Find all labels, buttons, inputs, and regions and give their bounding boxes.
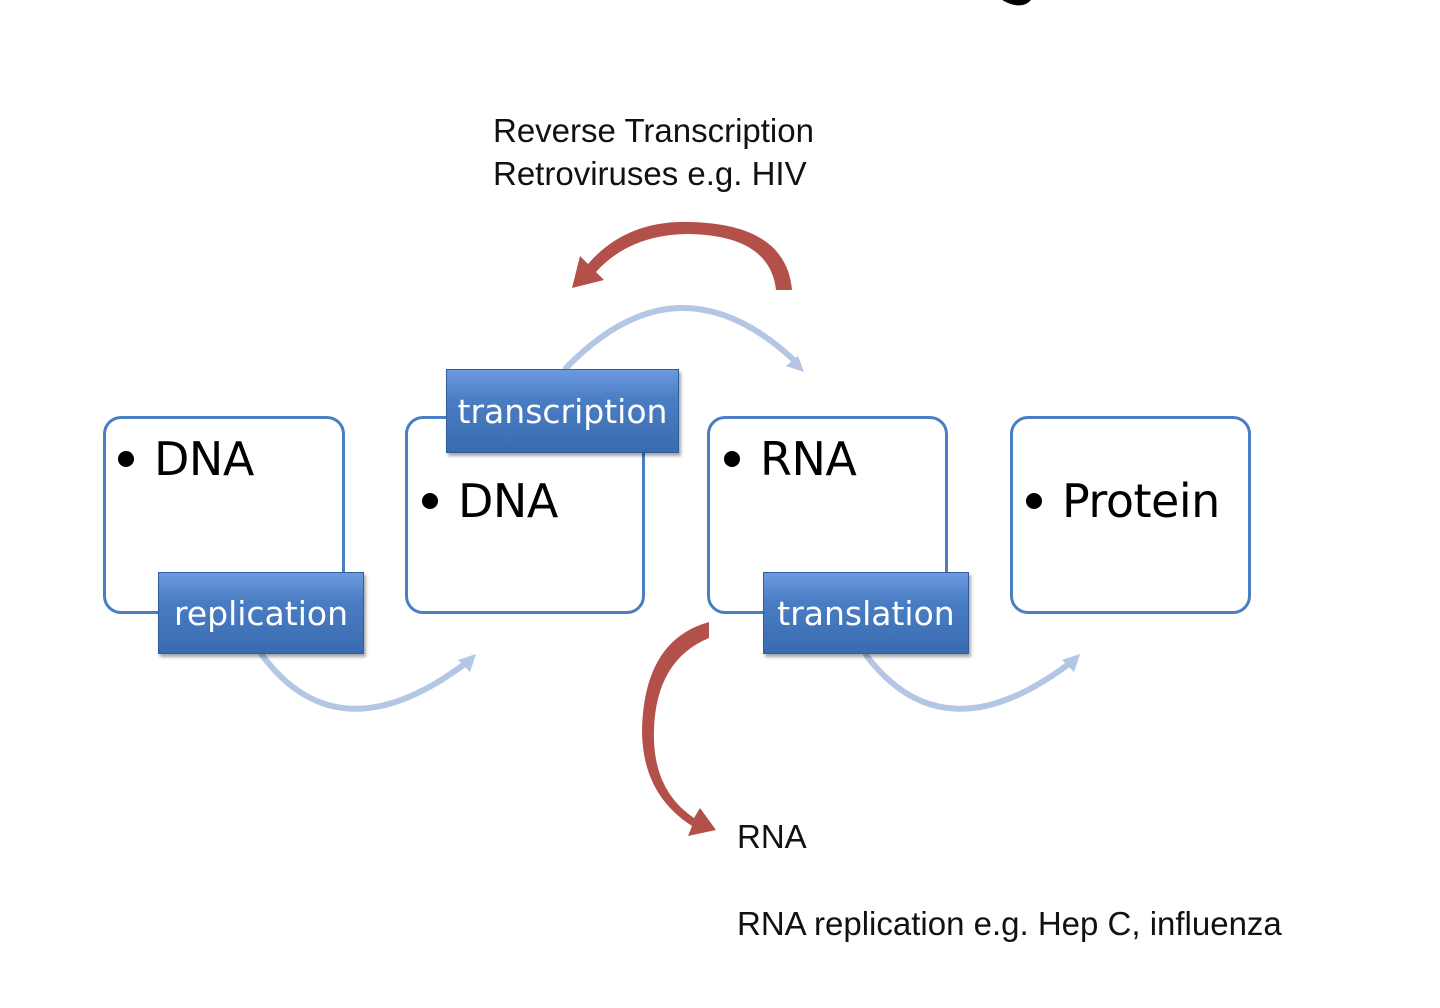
node-protein-label: Protein <box>1062 474 1220 528</box>
replication-arrow <box>259 652 473 712</box>
node-protein <box>1010 416 1251 614</box>
node-dna-2-label: DNA <box>458 474 558 528</box>
bullet-dot <box>724 450 740 467</box>
node-rna-label: RNA <box>760 432 857 486</box>
bullet-dot <box>422 492 438 509</box>
node-dna-1-text: DNA <box>118 432 254 486</box>
replication-arrow-head <box>458 654 476 672</box>
reverse-transcription-example: Retroviruses e.g. HIV <box>493 155 807 192</box>
translation-arrow <box>863 652 1077 712</box>
replication-label: replication <box>158 572 364 654</box>
translation-label: translation <box>763 572 969 654</box>
node-dna-1-label: DNA <box>154 432 254 486</box>
reverse-transcription-title: Reverse Transcription <box>493 112 814 149</box>
node-dna-2-text: DNA <box>422 474 558 528</box>
transcription-arrow-head <box>786 356 804 372</box>
rna-replication-product: RNA <box>737 818 807 855</box>
transcription-arrow <box>563 305 801 371</box>
rna-replication-arrow <box>642 622 716 836</box>
rna-replication-caption: RNA replication e.g. Hep C, influenza <box>737 905 1282 942</box>
node-rna-text: RNA <box>724 432 857 486</box>
reverse-transcription-arrow <box>572 221 792 290</box>
bullet-dot <box>118 450 134 467</box>
node-protein-text: Protein <box>1026 474 1220 528</box>
bullet-dot <box>1026 492 1042 509</box>
transcription-label: transcription <box>446 369 679 453</box>
translation-arrow-head <box>1062 654 1080 672</box>
